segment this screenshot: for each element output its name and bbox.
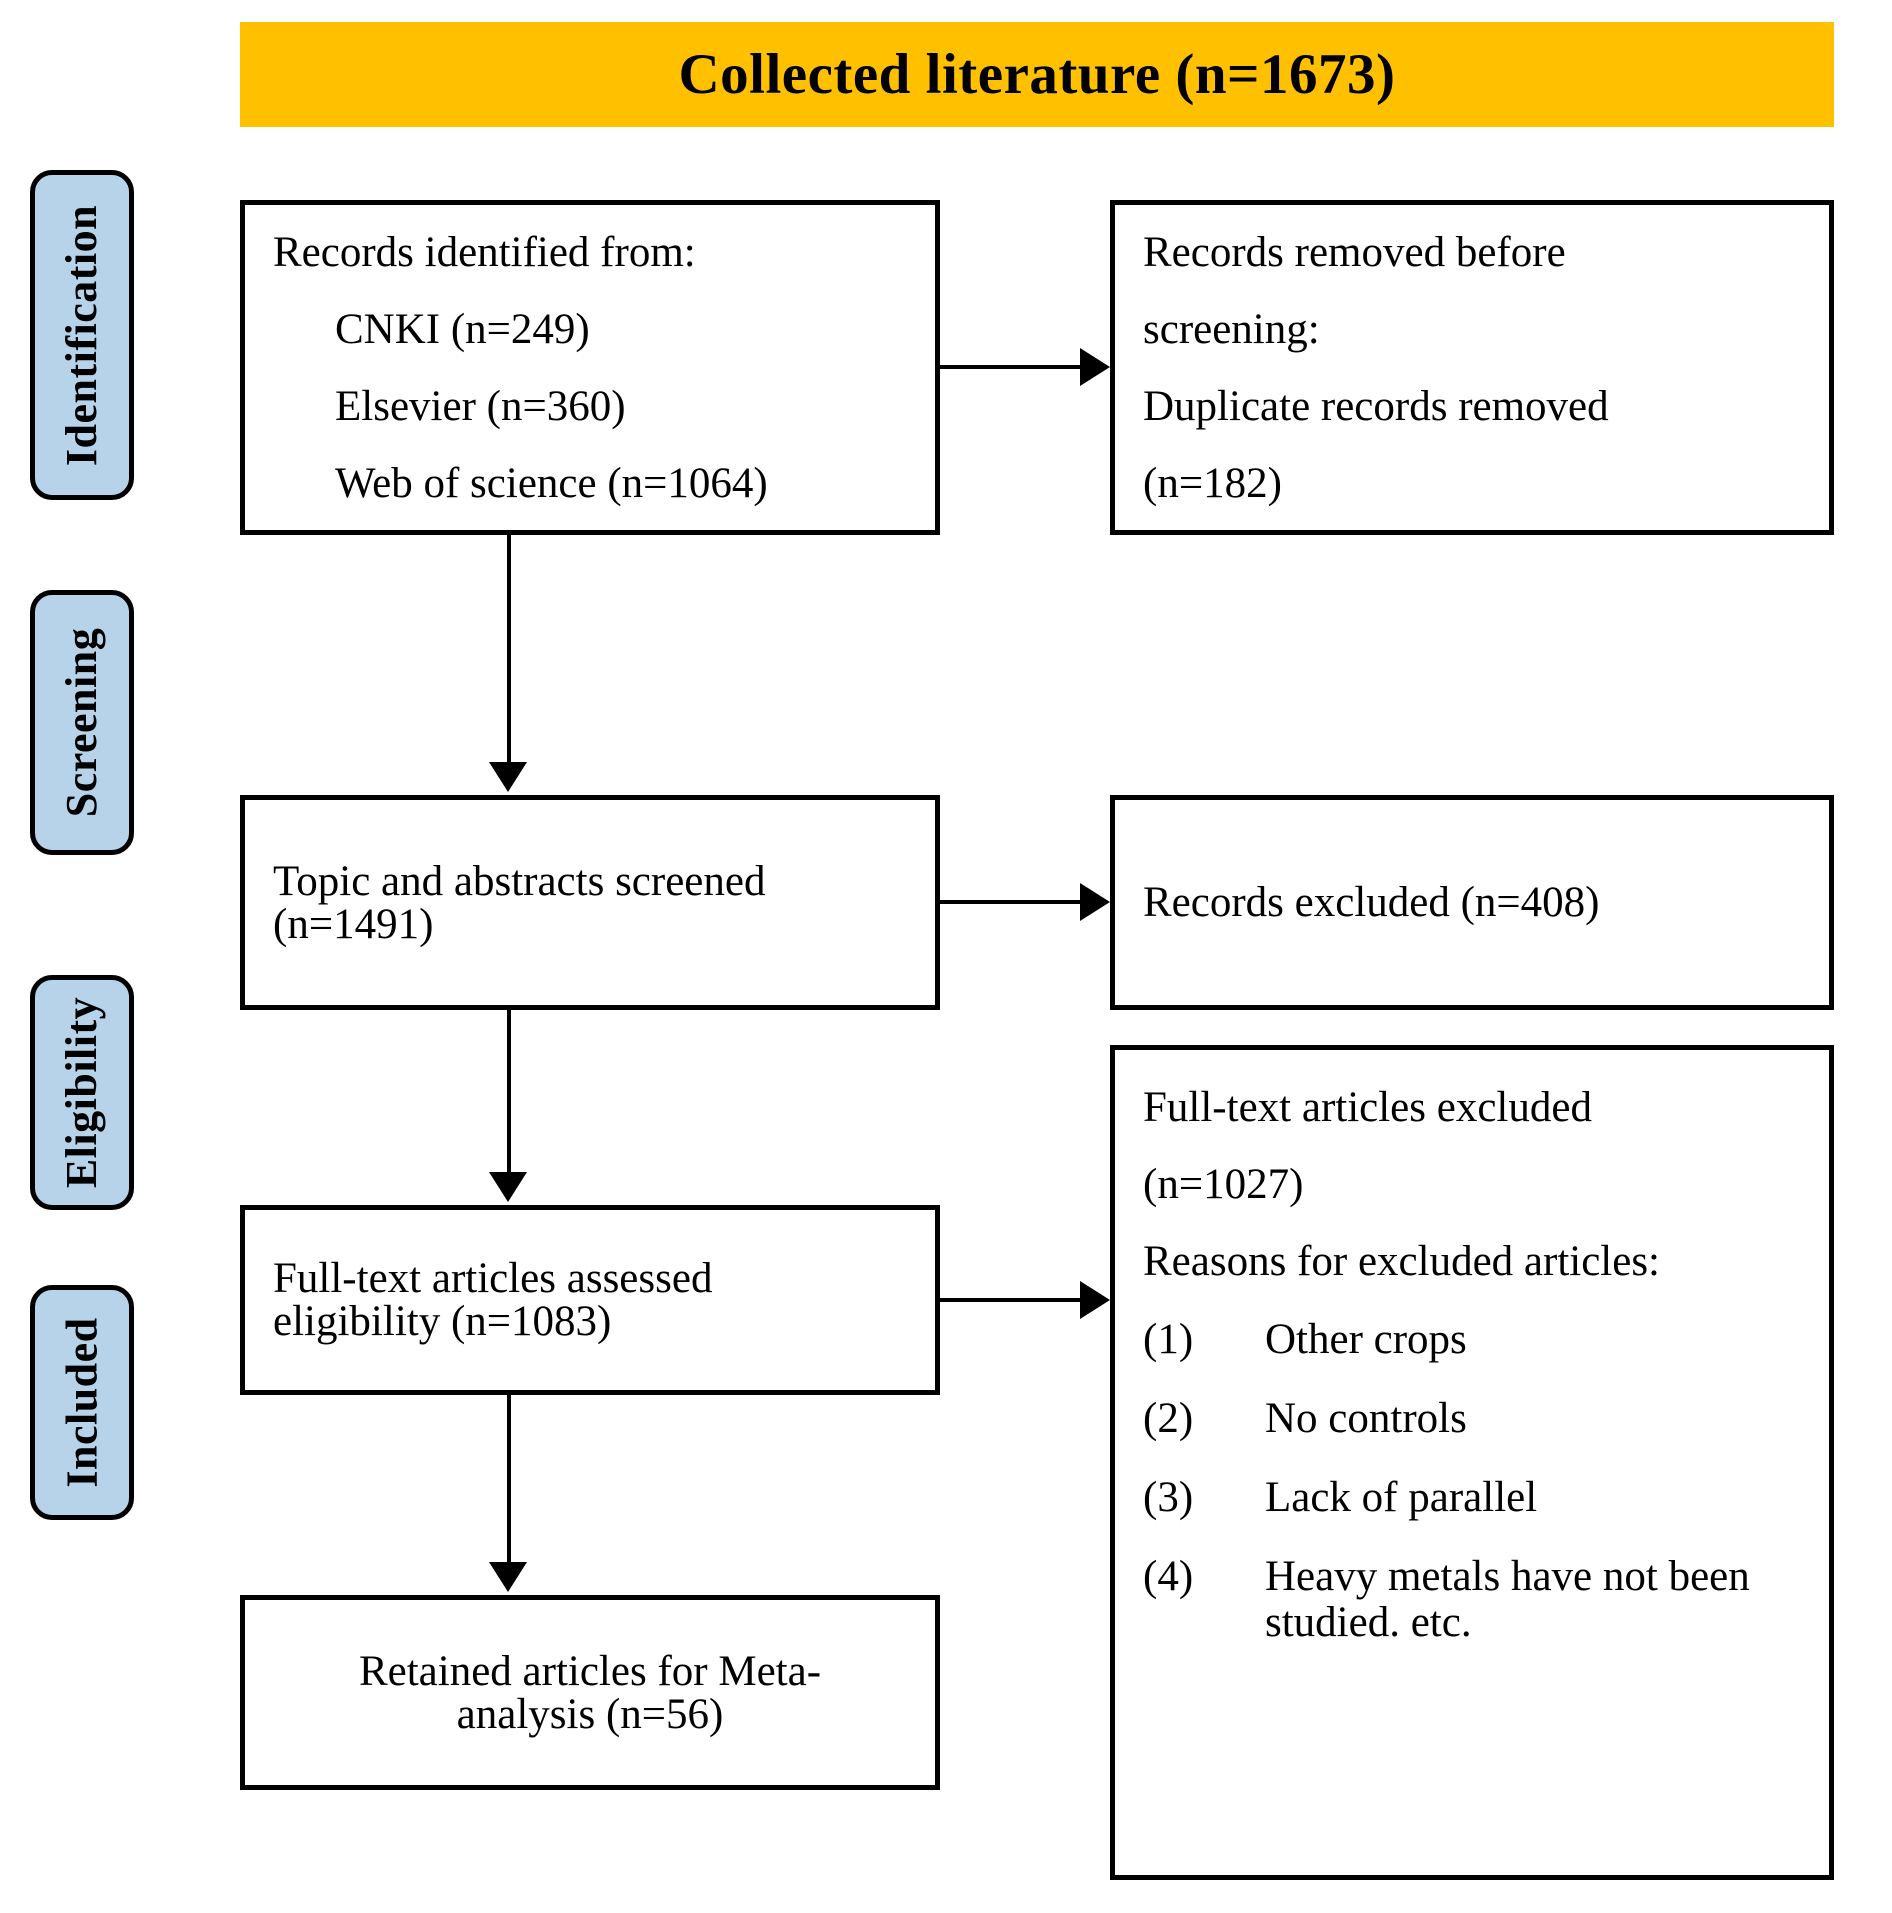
box-retained-articles: Retained articles for Meta- analysis (n=… [240, 1595, 940, 1790]
arrow-right-icon [1080, 1281, 1110, 1319]
fulltext-excluded-line1: Full-text articles excluded [1143, 1084, 1592, 1131]
collected-literature-banner: Collected literature (n=1673) [240, 22, 1834, 127]
records-removed-line2: screening: [1143, 305, 1320, 353]
reason-item: (4) Heavy metals have not been studied. … [1143, 1554, 1801, 1644]
fulltext-assessed-count: eligibility (n=1083) [273, 1298, 612, 1345]
screened-count: (n=1491) [273, 900, 434, 948]
stage-label-identification: Identification [30, 170, 134, 500]
reason-text: Lack of parallel [1265, 1474, 1538, 1522]
reason-text: Other crops [1265, 1316, 1467, 1363]
source-elsevier: Elsevier (n=360) [335, 382, 626, 430]
arrow-right-icon [1080, 883, 1110, 921]
stage-label-screening: Screening [30, 590, 134, 855]
reason-number: (4) [1143, 1553, 1194, 1601]
connector-identified-to-removed [940, 365, 1082, 369]
reason-text: No controls [1265, 1395, 1467, 1443]
connector-fulltext-to-fulltext-excluded [940, 1298, 1082, 1302]
source-web-of-science: Web of science (n=1064) [335, 459, 768, 507]
arrow-down-icon [489, 762, 527, 792]
reason-text: Heavy metals have not been studied. etc. [1265, 1553, 1750, 1646]
stage-label-eligibility: Eligibility [30, 975, 134, 1210]
records-identified-heading: Records identified from: [273, 228, 696, 276]
records-excluded-text: Records excluded (n=408) [1143, 879, 1600, 926]
box-topic-abstracts-screened: Topic and abstracts screened (n=1491) [240, 795, 940, 1010]
arrow-down-icon [489, 1172, 527, 1202]
connector-identified-to-screened [507, 535, 511, 765]
reason-number: (3) [1143, 1474, 1194, 1522]
connector-screened-to-fulltext [507, 1010, 511, 1175]
fulltext-assessed-line1: Full-text articles assessed [273, 1255, 713, 1302]
box-fulltext-excluded: Full-text articles excluded (n=1027) Rea… [1110, 1045, 1834, 1880]
banner-title: Collected literature (n=1673) [678, 43, 1396, 106]
stage-screening-text: Screening [57, 627, 107, 818]
stage-label-included: Included [30, 1285, 134, 1520]
retained-line1: Retained articles for Meta- [358, 1647, 822, 1695]
reasons-heading: Reasons for excluded articles: [1143, 1238, 1661, 1285]
reason-number: (1) [1143, 1316, 1194, 1363]
stage-eligibility-text: Eligibility [57, 996, 107, 1189]
connector-fulltext-to-retained [507, 1395, 511, 1565]
duplicate-records-removed: Duplicate records removed [1143, 382, 1609, 430]
fulltext-excluded-count: (n=1027) [1143, 1161, 1304, 1208]
screened-line1: Topic and abstracts screened [273, 857, 766, 905]
connector-screened-to-excluded [940, 900, 1082, 904]
reason-item: (2) No controls [1143, 1396, 1801, 1441]
arrow-down-icon [489, 1562, 527, 1592]
reason-item: (1) Other crops [1143, 1317, 1801, 1362]
box-records-identified: Records identified from: CNKI (n=249) El… [240, 200, 940, 535]
box-records-removed: Records removed before screening: Duplic… [1110, 200, 1834, 535]
source-cnki: CNKI (n=249) [335, 305, 590, 353]
records-removed-line1: Records removed before [1143, 228, 1566, 276]
box-fulltext-assessed: Full-text articles assessed eligibility … [240, 1205, 940, 1395]
duplicate-records-count: (n=182) [1143, 459, 1282, 507]
box-records-excluded: Records excluded (n=408) [1110, 795, 1834, 1010]
stage-identification-text: Identification [57, 204, 107, 466]
reason-number: (2) [1143, 1395, 1194, 1443]
retained-line2: analysis (n=56) [456, 1690, 724, 1738]
reason-item: (3) Lack of parallel [1143, 1475, 1801, 1520]
arrow-right-icon [1080, 348, 1110, 386]
stage-included-text: Included [57, 1317, 107, 1488]
